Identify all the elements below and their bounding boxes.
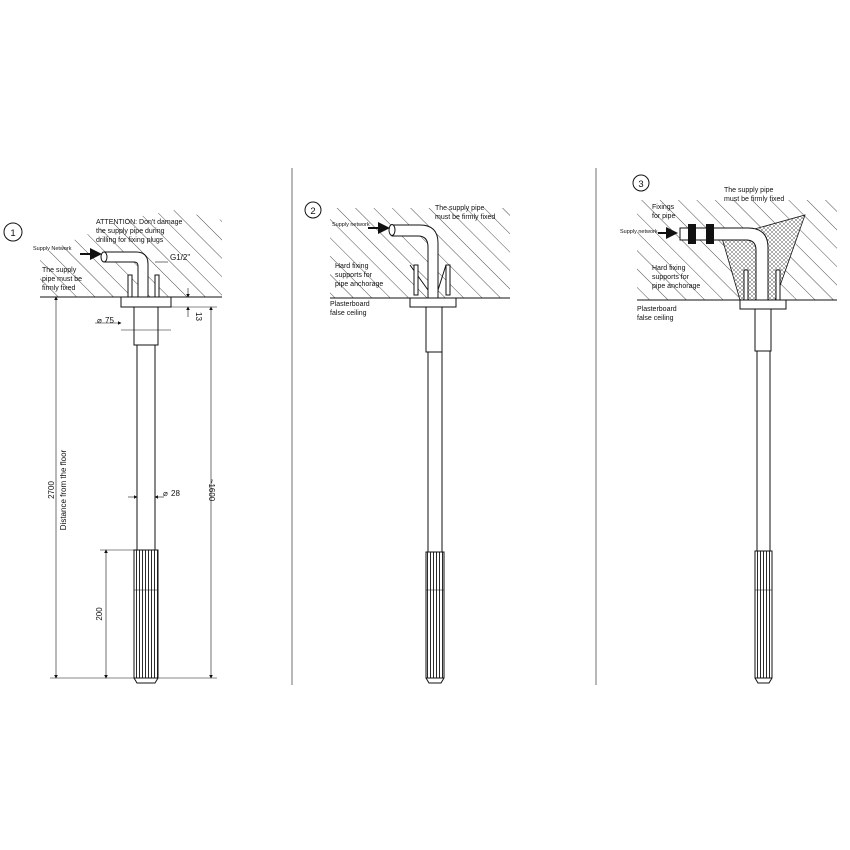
- label-supply-network: Supply network: [332, 222, 370, 228]
- dim-tube-diameter: 28: [171, 489, 180, 498]
- label-supply-pipe-fixed: The supply pipe must be firmly fixed: [724, 187, 784, 203]
- fixing-support: [409, 264, 447, 291]
- step-marker: [304, 201, 322, 219]
- step-number: 1: [10, 228, 15, 239]
- dim-distance-label: Distance from the floor: [59, 449, 68, 530]
- svg-text:⌀: ⌀: [163, 489, 168, 498]
- label-supply-network: Supply network: [620, 229, 658, 235]
- label-plasterboard: Plasterboard false ceiling: [637, 306, 679, 322]
- flange: [409, 297, 457, 308]
- shower-tube: [427, 351, 443, 553]
- step-number: 3: [638, 179, 643, 190]
- label-supply-pipe-fixed: The supply pipe must be firmly fixed: [42, 267, 84, 292]
- label-supply-pipe-fixed: The supply pipe must be firmly fixed: [435, 205, 495, 221]
- dim-head-length: 200: [95, 607, 104, 621]
- label-thread: G1/2": [170, 253, 190, 262]
- fixing-plug: [127, 274, 133, 298]
- label-hard-fixing: Hard fixing supports for pipe anchorage: [335, 263, 383, 288]
- shower-tube: [136, 344, 156, 551]
- shower-head: [133, 549, 159, 679]
- step-number: 2: [310, 206, 315, 217]
- label-fixings: Fixings for pipe: [652, 204, 676, 220]
- pipe-fixing: [688, 224, 696, 244]
- svg-text:⌀: ⌀: [97, 316, 102, 325]
- panel-3: 3 Supply network Fixings for pipe The su…: [620, 174, 837, 684]
- dim-flange-diameter: 75: [105, 316, 114, 325]
- shower-head: [425, 551, 445, 679]
- dim-total-height: 2700: [47, 481, 56, 499]
- label-supply-network: Supply Network: [33, 246, 72, 252]
- step-marker: [632, 174, 650, 192]
- shower-head: [754, 550, 773, 679]
- panel-1: 1 2700 Distance from the floor 200: [3, 210, 222, 684]
- dim-flange-height: 13: [194, 312, 203, 321]
- pipe-fixing: [706, 224, 714, 244]
- fixing-plug: [154, 274, 160, 298]
- flange: [739, 299, 787, 310]
- label-plasterboard: Plasterboard false ceiling: [330, 301, 372, 317]
- shower-tube: [756, 350, 771, 552]
- dim-approx-length: ~1600: [207, 479, 216, 502]
- step-marker: [3, 222, 23, 242]
- label-hard-fixing: Hard fixing supports for pipe anchorage: [652, 265, 700, 290]
- label-attention: ATTENTION: Don't damage the supply pipe …: [96, 219, 184, 244]
- flange: [120, 296, 172, 308]
- panel-2: 2 Supply network The supply pipe must be…: [304, 201, 510, 684]
